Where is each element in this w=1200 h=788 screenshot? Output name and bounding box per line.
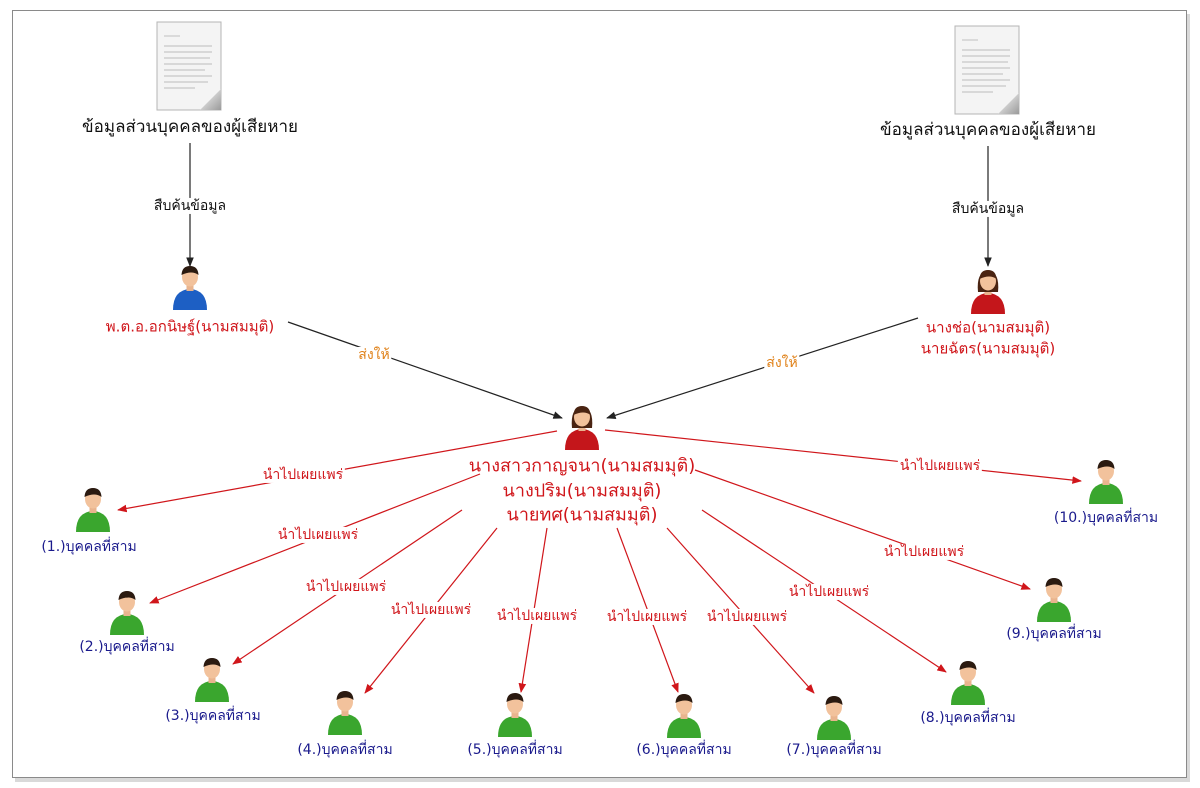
doc-title-right: ข้อมูลส่วนบุคคลของผู้เสียหาย [880,120,1096,141]
third-party-label-5: (5.)บุคคลที่สาม [467,741,563,758]
publish-label-2: นำไปเผยแพร่ [275,526,361,544]
third-party-label-4: (4.)บุคคลที่สาม [297,741,393,758]
people-group [76,266,1123,740]
person-icon-third-party-4 [328,691,362,735]
actor-label-right-2: นายฉัตร(นามสมมุติ) [920,339,1056,358]
send-label-left: ส่งให้ [356,346,392,364]
center-label-2: นางปริม(นามสมมุติ) [502,480,662,502]
center-label-3: นายทศ(นามสมมุติ) [506,504,658,526]
third-party-label-10: (10.)บุคคลที่สาม [1053,509,1159,526]
publish-label-1: นำไปเผยแพร่ [260,466,346,484]
publish-arrow-10 [604,429,1082,484]
publish-label-9: นำไปเผยแพร่ [881,543,967,561]
publish-label-8: นำไปเผยแพร่ [786,583,872,601]
person-icon-third-party-10 [1089,460,1123,504]
publish-label-10: นำไปเผยแพร่ [897,457,983,475]
third-party-label-6: (6.)บุคคลที่สาม [636,741,732,758]
publish-label-4: นำไปเผยแพร่ [388,601,474,619]
search-label-right: สืบค้นข้อมูล [948,200,1028,218]
third-party-label-7: (7.)บุคคลที่สาม [786,741,882,758]
search-label-left: สืบค้นข้อมูล [150,197,230,215]
publish-label-5: นำไปเผยแพร่ [494,607,580,625]
person-icon-third-party-6 [667,694,701,738]
document-icon-left [156,21,222,111]
person-icon-third-party-7 [817,696,851,740]
person-icon-third-party-2 [110,591,144,635]
actor-label-right-1: นางช่อ(นามสมมุติ) [925,318,1051,337]
diagram-frame [12,10,1187,778]
person-icon-third-party-1 [76,488,110,532]
publish-label-3: นำไปเผยแพร่ [303,578,389,596]
third-party-label-9: (9.)บุคคลที่สาม [1006,625,1102,642]
person-icon-left-officer [173,266,207,310]
third-party-label-2: (2.)บุคคลที่สาม [79,638,175,655]
publish-arrow-9 [694,469,1031,590]
send-arrow-right [606,317,919,420]
center-label-1: นางสาวกาญจนา(นามสมมุติ) [468,455,696,477]
publish-label-6: นำไปเผยแพร่ [604,608,690,626]
person-icon-third-party-8 [951,661,985,705]
person-icon-right-actor [971,270,1005,314]
publish-label-7: นำไปเผยแพร่ [704,608,790,626]
send-arrow-left [287,321,563,419]
person-icon-center [565,406,599,450]
document-icon-right [954,25,1020,115]
actor-label-left: พ.ต.อ.อกนิษฐ์(นามสมมุติ) [105,317,275,336]
person-icon-third-party-3 [195,658,229,702]
third-party-label-8: (8.)บุคคลที่สาม [920,709,1016,726]
doc-title-left: ข้อมูลส่วนบุคคลของผู้เสียหาย [82,117,298,138]
third-party-label-3: (3.)บุคคลที่สาม [165,707,261,724]
send-label-right: ส่งให้ [764,354,800,372]
third-party-label-1: (1.)บุคคลที่สาม [41,538,137,555]
person-icon-third-party-5 [498,693,532,737]
person-icon-third-party-9 [1037,578,1071,622]
